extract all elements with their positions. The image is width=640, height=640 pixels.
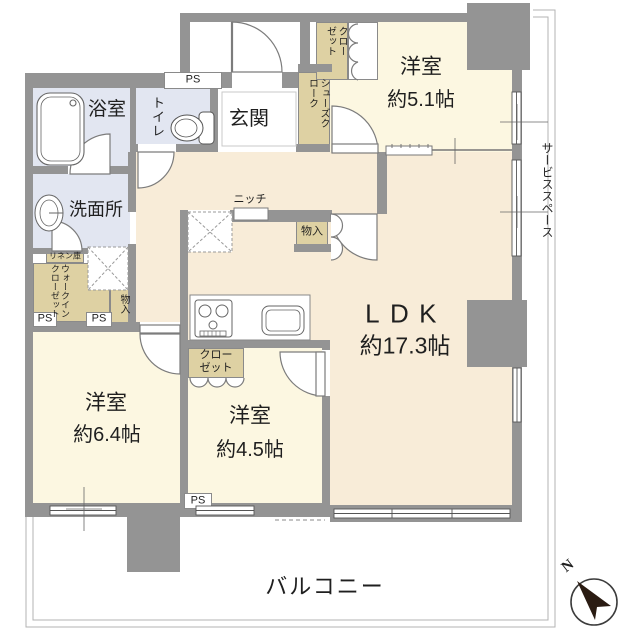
label-ps-top: PS <box>185 73 201 86</box>
wall-segment <box>377 152 387 214</box>
label-room-4-5-size: 約4.5帖 <box>216 439 284 462</box>
wall-segment <box>176 144 218 152</box>
label-washroom: 洗面所 <box>69 199 123 220</box>
label-bath: 浴室 <box>87 98 127 120</box>
entrance-door-arc <box>231 21 283 73</box>
wall-segment <box>230 210 332 222</box>
wall-segment <box>210 88 218 144</box>
door-opening <box>140 322 180 332</box>
label-ps-right: PS <box>91 312 107 325</box>
wall-segment <box>512 70 522 154</box>
wall-segment <box>298 64 332 72</box>
label-compass-north: N <box>558 556 578 576</box>
wall-segment <box>180 13 190 73</box>
label-room-6-4-size: 約6.4帖 <box>73 424 141 447</box>
wall-segment <box>33 248 130 254</box>
wall-segment <box>310 13 470 22</box>
wall-segment <box>25 73 130 88</box>
wall-segment <box>180 210 188 503</box>
label-toilet: トイレ <box>150 96 165 138</box>
entrance-opening <box>232 72 282 88</box>
pillar <box>467 300 527 367</box>
wall-segment <box>128 244 136 332</box>
label-ldk-size: 約17.3帖 <box>359 332 451 359</box>
label-room-6-4: 洋室 <box>85 391 127 415</box>
label-room-5-1-size: 約5.1帖 <box>387 89 455 112</box>
label-service-space: サービススペース <box>540 142 554 238</box>
wall-segment <box>294 244 338 252</box>
wall-segment <box>25 73 33 517</box>
label-linen: リネン庫 <box>49 251 81 261</box>
room-6-4-floor <box>33 332 180 503</box>
wall-segment <box>130 144 138 152</box>
pillar <box>467 3 530 70</box>
label-room-4-5: 洋室 <box>229 404 271 428</box>
compass-icon <box>570 578 618 626</box>
wall-segment <box>330 505 522 522</box>
label-walk-in-closet: ウォークインクローゼット <box>49 264 70 318</box>
label-balcony: バルコニー <box>265 574 385 600</box>
wall-segment <box>282 72 298 88</box>
label-storage-ldk: 物入 <box>301 225 323 238</box>
wall-segment <box>180 13 310 22</box>
label-ps-left: PS <box>37 312 53 325</box>
wall-segment <box>25 503 330 517</box>
label-storage-hall: 物入 <box>118 294 129 314</box>
hallway-floor-south <box>136 210 180 332</box>
label-closet-north: クローゼット <box>324 26 348 56</box>
label-shoes-closet: シューズクローク <box>306 78 330 128</box>
label-room-5-1: 洋室 <box>400 55 442 79</box>
label-closet-center: クローゼット <box>199 348 233 374</box>
closet-north-door <box>348 22 378 80</box>
label-entrance: 玄関 <box>229 108 269 131</box>
door-opening <box>68 166 110 174</box>
label-ldk: LDK <box>365 298 447 329</box>
door-opening <box>322 350 330 396</box>
wall-segment <box>296 144 330 152</box>
wall-segment <box>188 340 330 348</box>
label-ps-bottom: PS <box>190 494 206 507</box>
label-niche: ニッチ <box>233 193 267 206</box>
pillar-balcony <box>127 517 180 572</box>
wall-segment <box>128 152 136 212</box>
